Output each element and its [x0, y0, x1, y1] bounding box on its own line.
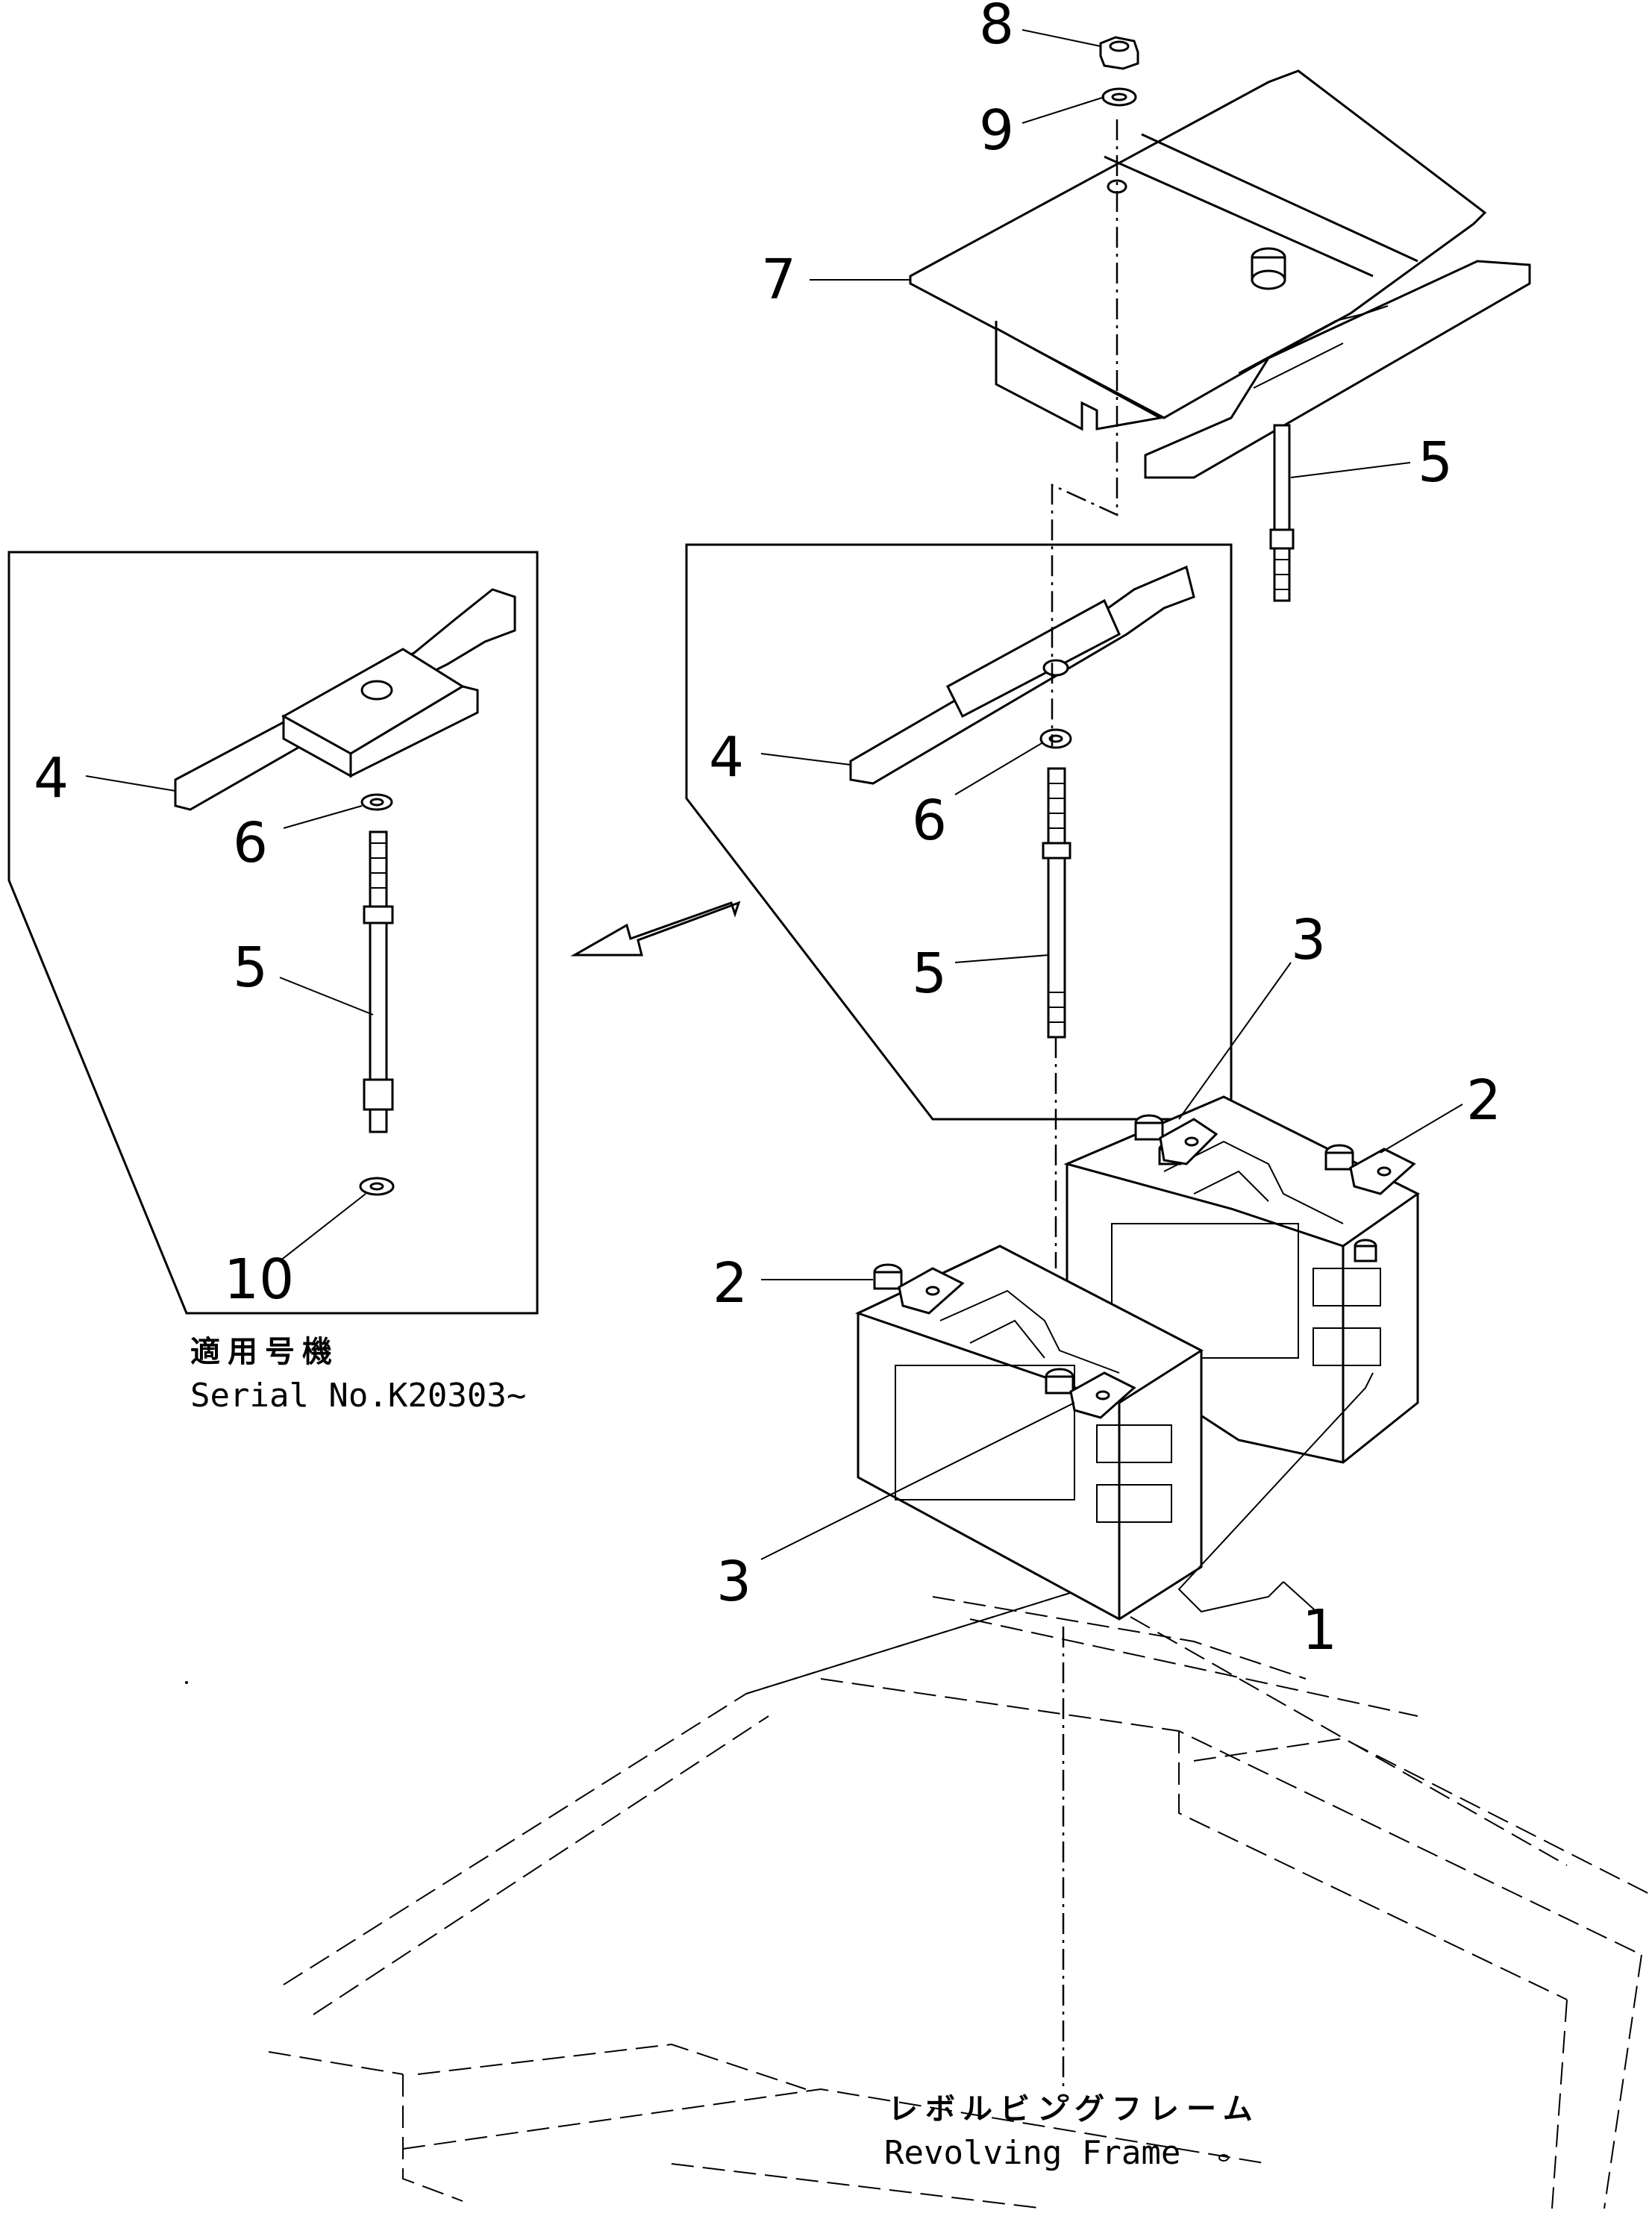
arrow-left-icon [570, 901, 741, 957]
label-7: 7 [761, 248, 796, 312]
label-10: 10 [224, 1248, 294, 1312]
top-washer [1101, 87, 1137, 107]
label-3-top: 3 [1291, 908, 1326, 972]
label-5-right: 5 [1418, 431, 1453, 495]
inset-bracket [174, 588, 516, 811]
serial-caption-en: Serial No.K20303~ [190, 1377, 526, 1415]
label-4-center: 4 [709, 725, 744, 789]
battery-cover [909, 69, 1531, 479]
label-2-left: 2 [713, 1251, 748, 1315]
clamp-right-2 [1324, 1144, 1416, 1195]
label-8: 8 [979, 0, 1014, 57]
label-2-right: 2 [1466, 1068, 1501, 1133]
label-9: 9 [979, 98, 1014, 163]
nut [1099, 36, 1139, 70]
center-rod [1042, 767, 1071, 1039]
label-5-inset: 5 [233, 936, 268, 1000]
center-washer-6 [1039, 728, 1072, 749]
inset-panel-center [685, 543, 1233, 1121]
assembly-centerline [1051, 119, 1118, 746]
inset-washer-6 [360, 793, 393, 811]
frame-caption-en: Revolving Frame [884, 2134, 1180, 2172]
label-4-inset: 4 [34, 746, 69, 810]
clamp-top-3 [1134, 1114, 1218, 1165]
label-5-center: 5 [912, 942, 947, 1006]
leader-lines [85, 29, 1463, 1616]
cover-rod [1269, 424, 1295, 602]
label-6-center: 6 [912, 789, 947, 853]
clamp-left-2 [873, 1263, 965, 1315]
serial-caption-jp: 適用号機 [190, 1335, 340, 1369]
center-bracket [849, 565, 1195, 785]
label-1: 1 [1302, 1598, 1337, 1662]
captions: 適用号機 Serial No.K20303~ レボルビングフレーム Revolv… [185, 1335, 1260, 2172]
inset-rod [363, 830, 394, 1133]
label-6-inset: 6 [233, 811, 268, 875]
label-3-bottom: 3 [716, 1550, 751, 1614]
frame-caption-jp: レボルビングフレーム [888, 2092, 1260, 2126]
part-labels: 8 9 7 5 4 6 5 4 6 5 3 2 2 3 1 10 [34, 0, 1501, 1662]
clamp-bottom-3 [1045, 1368, 1136, 1419]
inset-washer-10 [359, 1177, 395, 1196]
inset-panel-left [7, 551, 539, 1315]
